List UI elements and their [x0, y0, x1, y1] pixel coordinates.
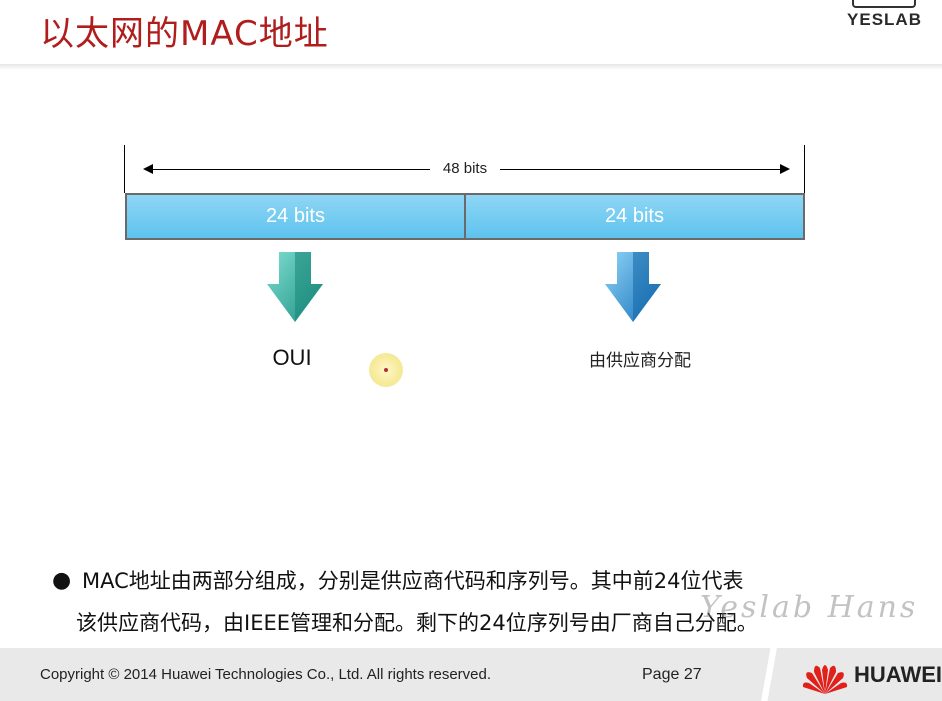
watermark: Yeslab Hans: [700, 590, 919, 625]
title-divider: [0, 64, 942, 70]
oui-label: OUI: [272, 345, 312, 370]
arrow-right-icon: [780, 164, 790, 174]
bullet-paragraph: ● MAC地址由两部分组成，分别是供应商代码和序列号。其中前24位代表 该供应商…: [52, 560, 902, 644]
left-boundary-line: [124, 145, 125, 193]
down-arrow-icon: [265, 250, 325, 325]
yeslab-logo-frame: [852, 0, 916, 8]
down-arrow-icon: [603, 250, 663, 325]
arrow-left-icon: [143, 164, 153, 174]
total-bits-label: 48 bits: [430, 160, 500, 177]
yeslab-logo: YESLAB: [847, 10, 922, 29]
bullet-line-1: MAC地址由两部分组成，分别是供应商代码和序列号。其中前24位代表: [82, 569, 744, 593]
vendor-assigned-label: 由供应商分配: [589, 351, 691, 371]
page-number: Page 27: [642, 666, 702, 683]
oui-segment: 24 bits: [125, 193, 466, 240]
huawei-brand: HUAWEI: [854, 662, 942, 687]
footer-divider: [748, 648, 788, 701]
footer: Copyright © 2014 Huawei Technologies Co.…: [0, 648, 942, 701]
huawei-flower-icon: [800, 656, 850, 696]
pointer-highlight: [369, 353, 403, 387]
slide-title: 以太网的MAC地址: [40, 14, 329, 54]
bullet-line-2: 该供应商代码，由IEEE管理和分配。剩下的24位序列号由厂商自己分配。: [76, 611, 758, 635]
vendor-segment: 24 bits: [464, 193, 805, 240]
bullet-icon: ●: [52, 568, 72, 593]
copyright-text: Copyright © 2014 Huawei Technologies Co.…: [40, 666, 492, 683]
right-boundary-line: [804, 145, 805, 193]
